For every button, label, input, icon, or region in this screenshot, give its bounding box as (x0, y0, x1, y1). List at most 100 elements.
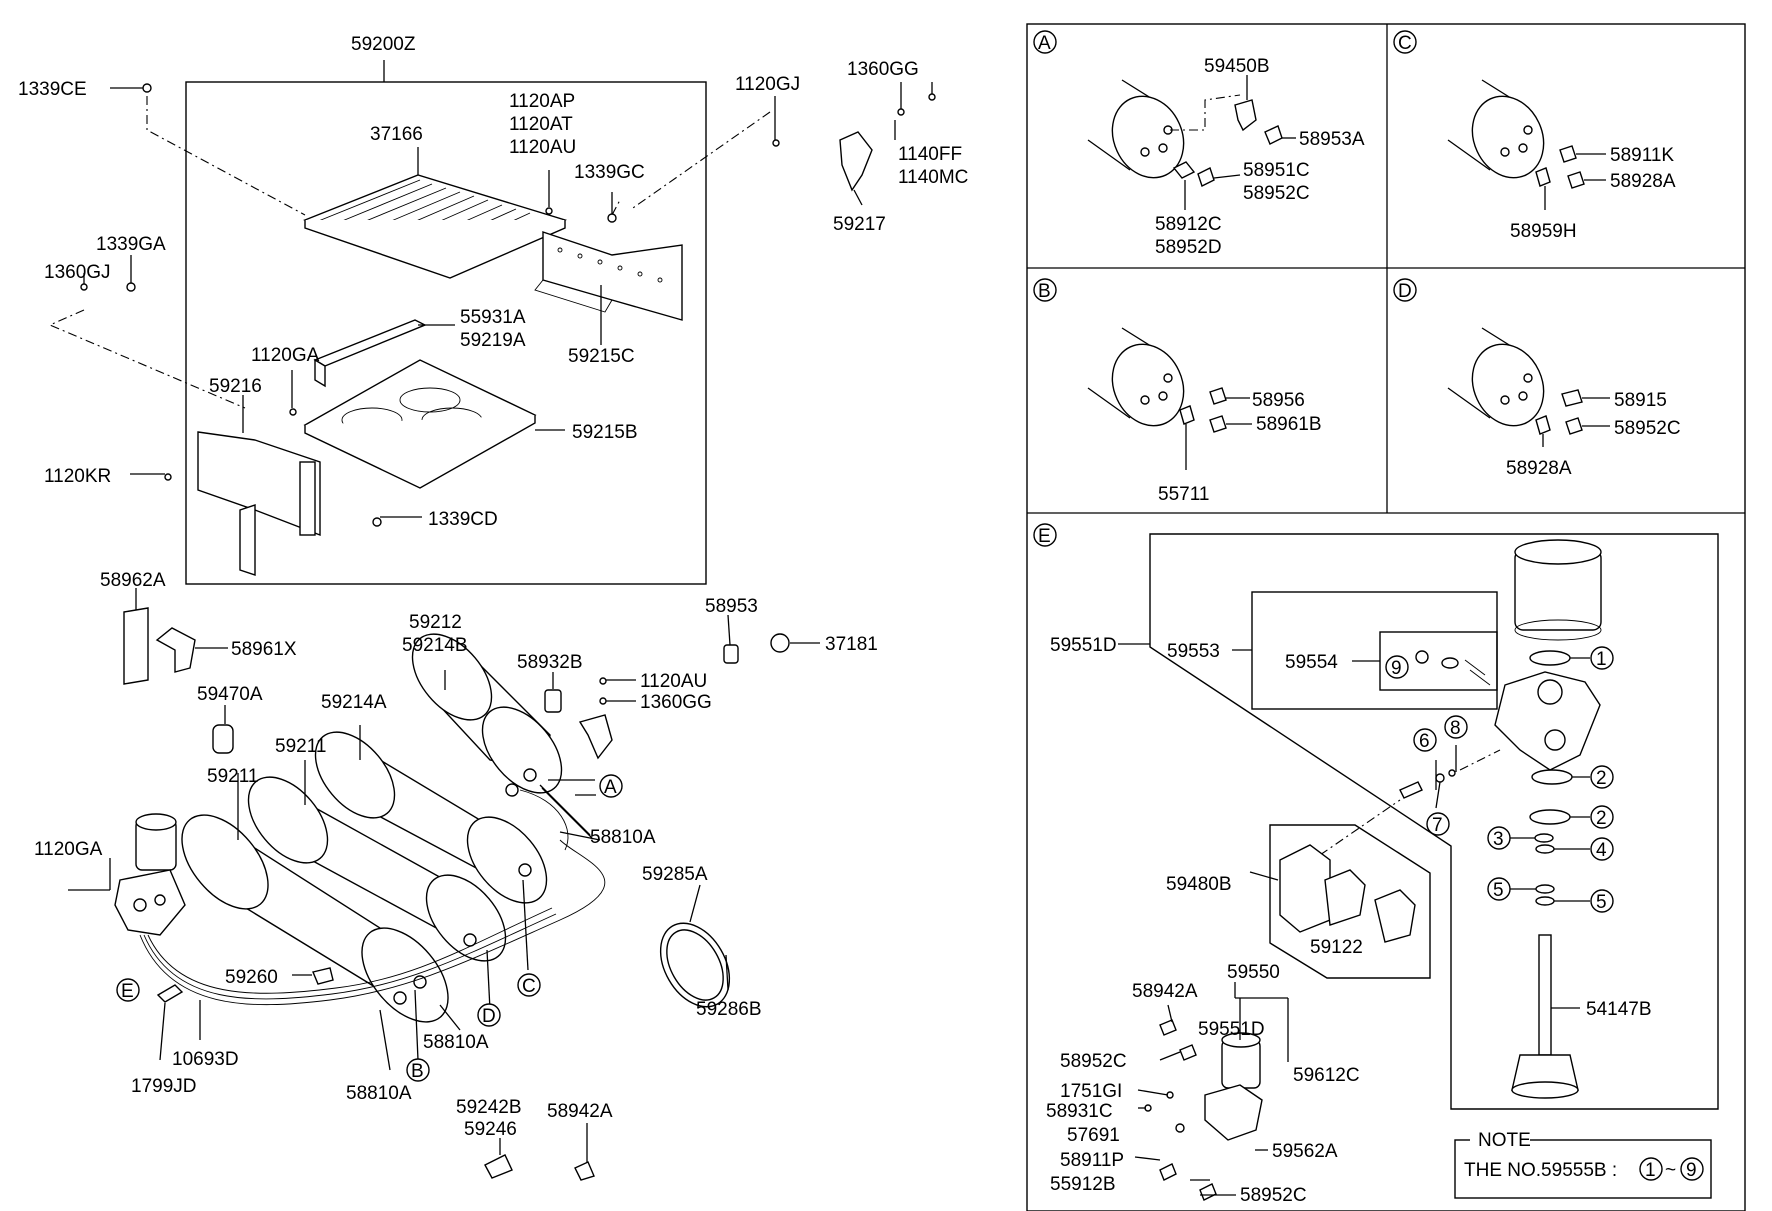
fitting-58942A (574, 1161, 595, 1181)
label-1120GA-b: 1120GA (34, 839, 103, 860)
label-59286B: 59286B (696, 999, 762, 1020)
label-59216: 59216 (209, 376, 262, 397)
tank-assembly (68, 588, 820, 1181)
tank-labels: 58962A 58961X 58953 37181 59212 59214B 5… (34, 570, 878, 1140)
label-58810A-a: 58810A (590, 827, 656, 848)
detail-D: D 58915 58952C 58928A (1393, 278, 1681, 479)
label-58928A-D: 58928A (1506, 458, 1572, 479)
callout-B: B (411, 1061, 424, 1082)
num-6: 6 (1419, 731, 1430, 752)
air-tank-59212 (411, 633, 563, 797)
label-1120GJ: 1120GJ (735, 74, 800, 95)
num-1: 1 (1596, 649, 1607, 670)
label-58942A-E: 58942A (1132, 981, 1198, 1002)
label-58952D: 58952D (1155, 237, 1222, 258)
label-59550: 59550 (1227, 962, 1280, 983)
detail-D-tag: D (1398, 281, 1412, 302)
bar-55931A (313, 319, 427, 367)
air-dryer-E (114, 813, 186, 936)
label-1339GA: 1339GA (96, 234, 166, 255)
detail-E-numbers: 1 2 2 3 4 5 5 6 7 8 9 (1385, 646, 1614, 913)
bracket-59217 (839, 131, 873, 192)
label-1339CD: 1339CD (428, 509, 498, 530)
label-59211-a: 59211 (275, 736, 326, 757)
label-59214A: 59214A (321, 692, 387, 713)
label-1360GJ: 1360GJ (44, 262, 111, 283)
label-57691: 57691 (1067, 1125, 1120, 1146)
label-59242B: 59242B (456, 1097, 522, 1118)
label-59246: 59246 (464, 1119, 517, 1140)
label-1120AU-b: 1120AU (640, 671, 707, 692)
callout-C: C (522, 976, 536, 997)
label-1120AT: 1120AT (509, 114, 573, 135)
note-tilde: ~ (1665, 1160, 1676, 1181)
clip-1799JD (156, 984, 184, 1003)
label-1120GA-top: 1120GA (251, 345, 320, 366)
air-tank-59211-b (181, 814, 449, 1023)
num-5a: 5 (1493, 880, 1504, 901)
callout-D: D (482, 1006, 496, 1027)
label-59450B: 59450B (1204, 56, 1270, 77)
fitting-58932B (544, 689, 562, 713)
label-58928A-C: 58928A (1610, 171, 1676, 192)
fitting-59470A (212, 724, 234, 754)
bracket-58962A (123, 607, 149, 685)
main-labels: 59200Z 1339CE 37166 1120AP 1120AT 1120AU… (18, 34, 968, 530)
fitting-59242B (484, 1154, 513, 1179)
num-3: 3 (1493, 829, 1504, 850)
label-59562A: 59562A (1272, 1141, 1338, 1162)
note-range-end: 9 (1686, 1160, 1697, 1181)
label-1360GG-b: 1360GG (640, 692, 712, 713)
label-1140MC: 1140MC (898, 167, 968, 188)
label-58952C-A: 58952C (1243, 183, 1310, 204)
label-59260: 59260 (225, 967, 278, 988)
floor-plate-37166 (302, 174, 568, 279)
bracket-small (578, 714, 613, 760)
label-58911P: 58911P (1060, 1150, 1124, 1171)
label-58942A: 58942A (547, 1101, 613, 1122)
label-37166: 37166 (370, 124, 423, 145)
num-2b: 2 (1596, 808, 1607, 829)
air-tank-59214A (314, 731, 548, 904)
label-58959H: 58959H (1510, 221, 1577, 242)
label-58961X: 58961X (231, 639, 297, 660)
label-58915: 58915 (1614, 390, 1667, 411)
label-59219A: 59219A (460, 330, 526, 351)
plug-37181 (770, 633, 790, 653)
label-1799JD: 1799JD (131, 1076, 197, 1097)
num-8: 8 (1450, 718, 1461, 739)
label-59554: 59554 (1285, 652, 1338, 673)
label-1360GG: 1360GG (847, 59, 919, 80)
label-58931C: 58931C (1046, 1101, 1113, 1122)
num-2a: 2 (1596, 768, 1607, 789)
detail-A: A 59450B 58953A 58951C 58952C 58912C 589… (1033, 30, 1365, 258)
label-59285A: 59285A (642, 864, 708, 885)
bracket-58961X (155, 627, 196, 673)
detail-E-labels: 59551D 59553 59554 59480B 59122 54147B 5… (1046, 635, 1652, 1206)
label-1140FF: 1140FF (898, 144, 962, 165)
num-5b: 5 (1596, 892, 1607, 913)
label-58952C-D: 58952C (1614, 418, 1681, 439)
label-55711: 55711 (1158, 484, 1209, 505)
main-assembly (48, 60, 936, 585)
label-59211-b: 59211 (207, 766, 258, 787)
detail-B: B 58956 58961B 55711 (1033, 278, 1322, 505)
label-59612C: 59612C (1293, 1065, 1360, 1086)
note-range-start: 1 (1645, 1160, 1656, 1181)
num-7: 7 (1432, 815, 1443, 836)
label-59215C: 59215C (568, 346, 635, 367)
label-58911K: 58911K (1610, 145, 1674, 166)
label-58952C-E-b: 58952C (1240, 1185, 1307, 1206)
callout-E: E (121, 981, 134, 1002)
label-58952C-E-a: 58952C (1060, 1051, 1127, 1072)
label-58961B: 58961B (1256, 414, 1322, 435)
label-55912B: 55912B (1050, 1174, 1116, 1195)
fitting-58953 (723, 644, 739, 664)
detail-E-tag: E (1038, 526, 1051, 547)
num-4: 4 (1596, 840, 1607, 861)
label-58956: 58956 (1252, 390, 1305, 411)
num-9: 9 (1391, 658, 1402, 679)
callout-A: A (604, 777, 617, 798)
label-37181: 37181 (825, 634, 878, 655)
